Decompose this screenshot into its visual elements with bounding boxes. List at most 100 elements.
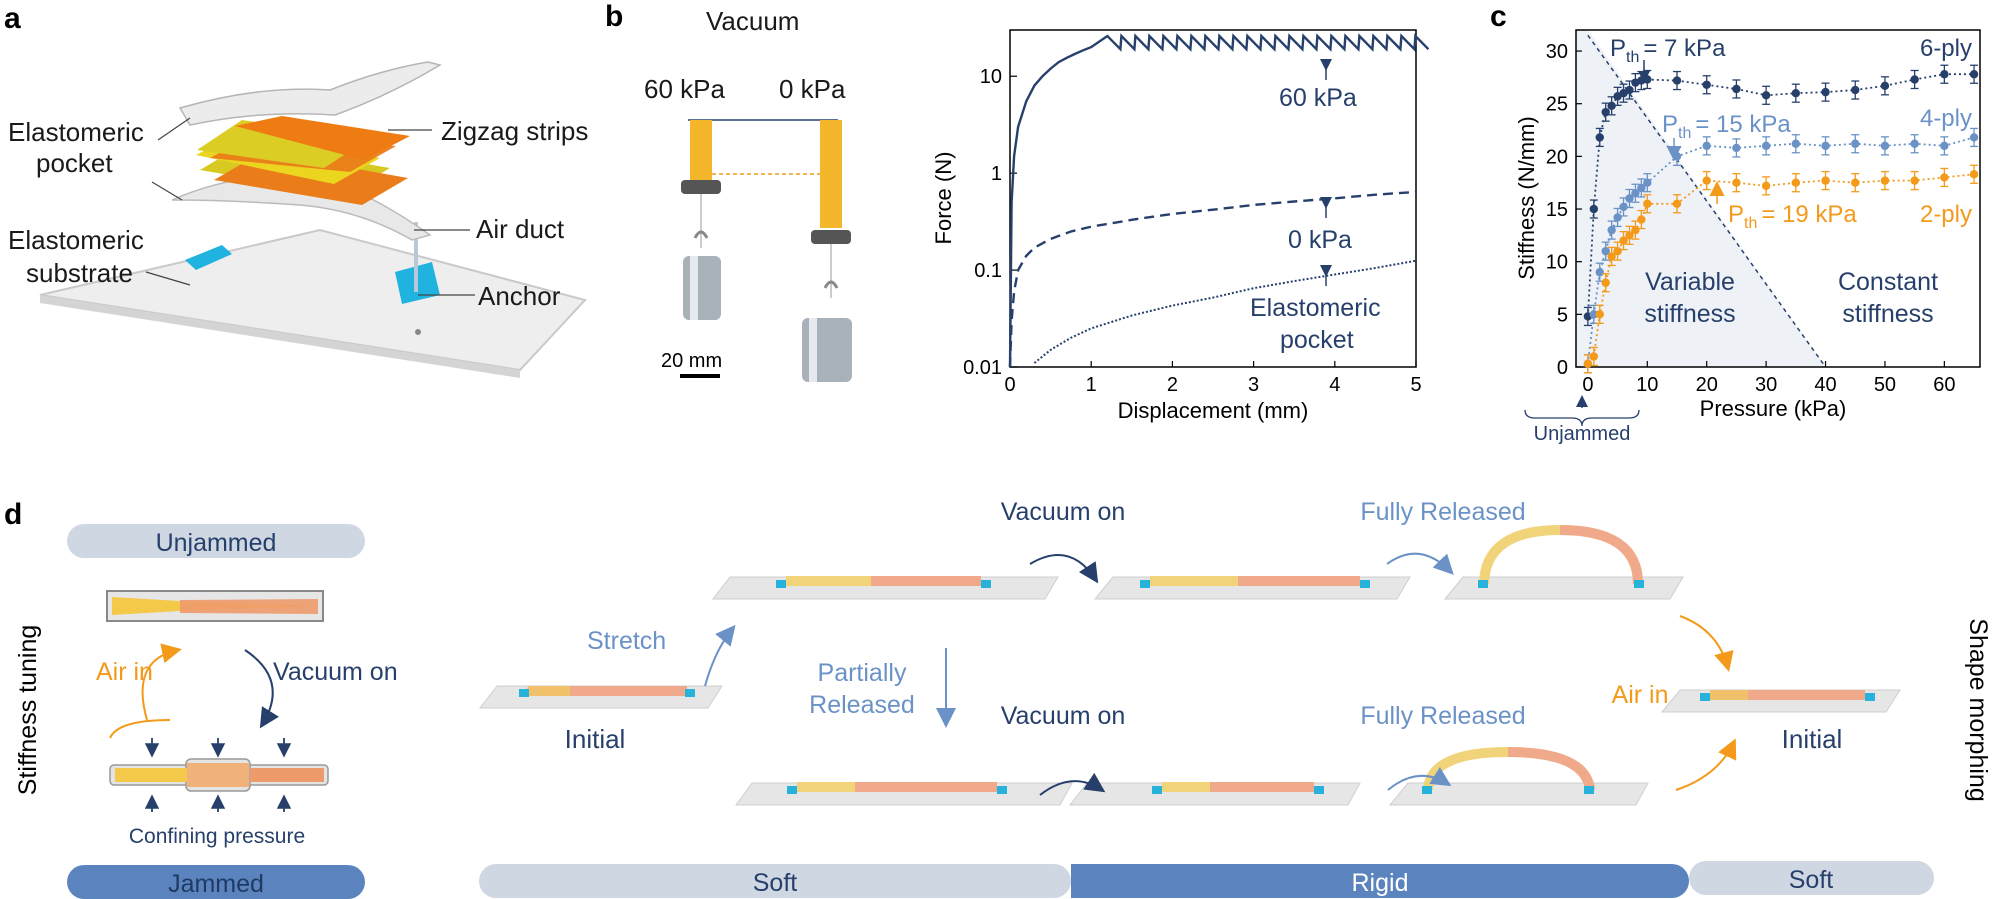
- data-point-4-ply: [1821, 141, 1830, 151]
- chart-c-xtick-label: 10: [1636, 374, 1658, 396]
- annot-variable-1: Variable: [1645, 268, 1735, 296]
- series-line-2: [1033, 259, 1417, 364]
- data-point-6-ply: [1880, 81, 1890, 91]
- data-point-6-ply: [1761, 91, 1771, 100]
- data-point-6-ply: [1940, 70, 1949, 79]
- label-partially-2: Released: [809, 691, 915, 719]
- panel-label-b: b: [605, 0, 623, 33]
- chart-c-ytick-label: 30: [1546, 41, 1568, 63]
- legend-4ply: 4-ply: [1920, 105, 1972, 132]
- side-label-stiffness-tuning: Stiffness tuning: [14, 625, 42, 795]
- panel-label-d: d: [4, 498, 22, 531]
- data-point-2-ply: [1969, 170, 1979, 179]
- data-point-2-ply: [1613, 246, 1622, 256]
- chart-c-xtick-label: 50: [1874, 374, 1896, 396]
- annot-constant-1: Constant: [1838, 268, 1938, 296]
- label-0kpa-photo: 0 kPa: [779, 74, 846, 104]
- data-point-4-ply: [1880, 141, 1890, 151]
- chart-c-xtick-label: 40: [1814, 374, 1836, 396]
- chart-b-xtick-label: 5: [1410, 374, 1421, 396]
- label-anchor: Anchor: [478, 281, 561, 311]
- data-point-6-ply: [1791, 88, 1801, 98]
- pill-unjammed: [67, 524, 365, 558]
- legend-2ply: 2-ply: [1920, 201, 1972, 228]
- label-zigzag-strips: Zigzag strips: [441, 116, 588, 146]
- annot-p6: Pth= 7 kPa: [1610, 35, 1726, 66]
- chart-c-ytick-label: 5: [1557, 304, 1568, 326]
- data-point-6-ply: [1672, 76, 1682, 85]
- data-point-4-ply: [1589, 310, 1599, 319]
- data-point-2-ply: [1672, 199, 1682, 208]
- chart-b-ytick-label: 1: [991, 163, 1002, 185]
- data-point-2-ply: [1910, 176, 1919, 185]
- exploded-device-illustration: [39, 61, 587, 378]
- data-point-4-ply: [1910, 139, 1919, 148]
- data-point-2-ply: [1732, 178, 1741, 187]
- chart-b-ytick-label: 0.1: [974, 260, 1002, 282]
- label-initial-left: Initial: [565, 724, 626, 754]
- data-point-4-ply: [1643, 178, 1652, 187]
- chart-c-xtick-label: 0: [1582, 374, 1593, 396]
- chart-c-frame: [1575, 29, 1981, 368]
- shape-morphing-flow: Stretch Partially Released Vacuum on Ful…: [478, 498, 1992, 898]
- label-elastomeric-pocket-2: pocket: [36, 148, 113, 178]
- pill-jammed: [67, 865, 365, 899]
- bar-soft-right-text: Soft: [1789, 866, 1834, 894]
- data-point-2-ply: [1761, 181, 1771, 191]
- label-elastomeric-substrate-1: Elastomeric: [8, 225, 144, 255]
- data-point-4-ply: [1761, 141, 1771, 151]
- data-point-4-ply: [1625, 194, 1634, 203]
- chart-b-xtick-label: 4: [1329, 374, 1340, 396]
- data-point-2-ply: [1643, 199, 1652, 208]
- data-point-4-ply: [1595, 268, 1604, 277]
- data-point-2-ply: [1589, 352, 1599, 361]
- label-confining-pressure: Confining pressure: [129, 825, 305, 848]
- device-stretched-top: [711, 576, 1059, 600]
- panel-label-c: c: [1490, 0, 1507, 33]
- series-line-4-ply: [1587, 136, 1975, 364]
- series-line-1: [1008, 190, 1417, 368]
- chart-c-ylabel: Stiffness (N/mm): [1514, 116, 1539, 279]
- chart-c-xtick-label: 20: [1696, 374, 1718, 396]
- hanging-weight-photos: Vacuum 60 kPa 0 kPa 20 mm: [644, 6, 852, 382]
- data-point-6-ply: [1702, 80, 1711, 89]
- data-point-6-ply: [1910, 75, 1919, 84]
- label-air-in-left: Air in: [96, 658, 153, 686]
- data-point-4-ply: [1732, 143, 1741, 153]
- data-point-2-ply: [1601, 278, 1610, 287]
- annot-unjammed: Unjammed: [1534, 423, 1631, 445]
- chart-c-ytick-label: 10: [1546, 252, 1568, 274]
- data-point-2-ply: [1637, 215, 1646, 224]
- label-vacuum: Vacuum: [706, 6, 799, 36]
- label-air-duct: Air duct: [476, 214, 565, 244]
- variable-stiffness-region: [1576, 30, 1826, 367]
- annot-constant-2: stiffness: [1842, 300, 1933, 328]
- data-point-2-ply: [1607, 252, 1616, 261]
- data-point-2-ply: [1702, 176, 1711, 185]
- chart-c-ytick-label: 0: [1557, 357, 1568, 379]
- label-elastomeric-pocket-1: Elastomeric: [8, 117, 144, 147]
- chart-b-annot-0kpa: 0 kPa: [1288, 226, 1352, 254]
- pill-unjammed-text: Unjammed: [156, 529, 277, 557]
- data-point-2-ply: [1625, 231, 1634, 240]
- chart-b-annot-60kpa: 60 kPa: [1279, 84, 1357, 112]
- data-point-2-ply: [1631, 225, 1640, 235]
- chart-c-ytick-label: 15: [1546, 199, 1568, 221]
- data-point-4-ply: [1619, 202, 1628, 212]
- label-elastomeric-substrate-2: substrate: [26, 258, 133, 288]
- device-initial-left: [478, 685, 723, 709]
- data-point-4-ply: [1631, 189, 1640, 198]
- chart-b-xtick-label: 3: [1248, 374, 1259, 396]
- label-fully-released-top: Fully Released: [1360, 498, 1525, 526]
- data-point-6-ply: [1607, 101, 1616, 111]
- series-line-2-ply: [1587, 173, 1975, 365]
- chart-b-annot-pocket-2: pocket: [1280, 326, 1354, 354]
- panel-a-labels: Elastomeric pocket Zigzag strips Air duc…: [8, 116, 588, 311]
- data-point-4-ply: [1851, 139, 1860, 148]
- annot-p4: Pth= 15 kPa: [1662, 111, 1791, 142]
- data-point-6-ply: [1969, 70, 1979, 79]
- label-60kpa-photo: 60 kPa: [644, 74, 725, 104]
- chart-c-xtick-label: 60: [1933, 374, 1955, 396]
- device-arched-top: [1443, 524, 1684, 600]
